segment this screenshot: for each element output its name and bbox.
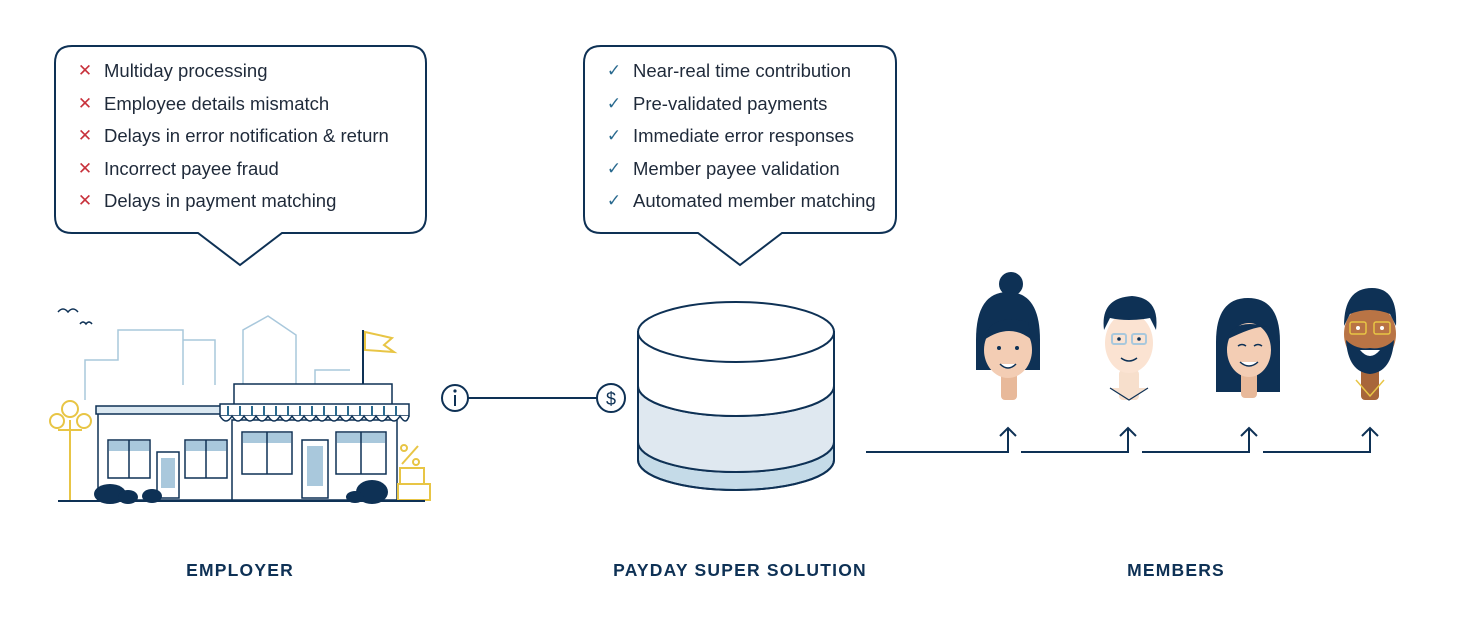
member-avatar-4: [1344, 288, 1397, 400]
cross-icon: ✕: [77, 158, 93, 178]
issue-text: Employee details mismatch: [104, 92, 330, 114]
benefit-text: Pre-validated payments: [633, 92, 828, 114]
issue-text: Delays in error notification & return: [104, 125, 389, 146]
solution-bubble-outline: [583, 45, 897, 267]
benefit-item: ✓ Automated member matching: [585, 185, 897, 218]
check-icon: ✓: [606, 158, 622, 178]
info-icon: [441, 384, 469, 412]
cross-icon: ✕: [77, 126, 93, 145]
cross-icon: ✕: [77, 61, 93, 80]
members-label: MEMBERS: [1127, 560, 1225, 580]
benefit-item: ✓ Member payee validation: [585, 153, 897, 186]
issue-text: Delays in payment matching: [104, 190, 337, 211]
check-icon: ✓: [606, 61, 622, 80]
member-avatar-2: [1103, 296, 1157, 401]
issue-item: ✕ Delays in error notification & return: [56, 120, 426, 153]
benefit-item: ✓ Pre-validated payments: [585, 88, 897, 121]
issue-item: ✕ Delays in payment matching: [56, 185, 426, 218]
issue-item: ✕ Incorrect payee fraud: [56, 153, 426, 186]
benefit-item: ✓ Immediate error responses: [585, 120, 897, 153]
employer-bubble-outline: [54, 45, 427, 267]
benefit-item: ✓ Near-real time contribution: [585, 55, 897, 88]
svg-text:$: $: [606, 389, 616, 409]
issue-item: ✕ Employee details mismatch: [56, 88, 426, 121]
issue-text: Incorrect payee fraud: [104, 157, 279, 179]
benefit-text: Member payee validation: [633, 157, 840, 179]
member-avatar-1: [976, 272, 1040, 400]
benefit-text: Automated member matching: [633, 190, 876, 211]
solution-label: PAYDAY SUPER SOLUTION: [613, 560, 867, 580]
benefit-text: Near-real time contribution: [633, 60, 851, 81]
member-avatar-3: [1216, 298, 1280, 398]
solution-benefits-bubble: ✓ Near-real time contribution ✓ Pre-valida…: [585, 55, 897, 218]
issue-text: Multiday processing: [104, 60, 268, 81]
issue-item: ✕ Multiday processing: [56, 55, 426, 88]
check-icon: ✓: [606, 126, 622, 145]
database-icon: [637, 301, 835, 491]
check-icon: ✓: [606, 191, 622, 210]
dollar-icon: $: [596, 383, 626, 413]
employer-label: EMPLOYER: [186, 560, 294, 580]
member-arrows: [866, 426, 1379, 453]
benefit-text: Immediate error responses: [633, 125, 855, 146]
employer-issues-bubble: ✕ Multiday processing ✕ Employee details m…: [56, 55, 426, 218]
cross-icon: ✕: [77, 93, 93, 113]
cross-icon: ✕: [77, 191, 93, 210]
employer-illustration: [49, 308, 431, 504]
check-icon: ✓: [606, 93, 622, 113]
